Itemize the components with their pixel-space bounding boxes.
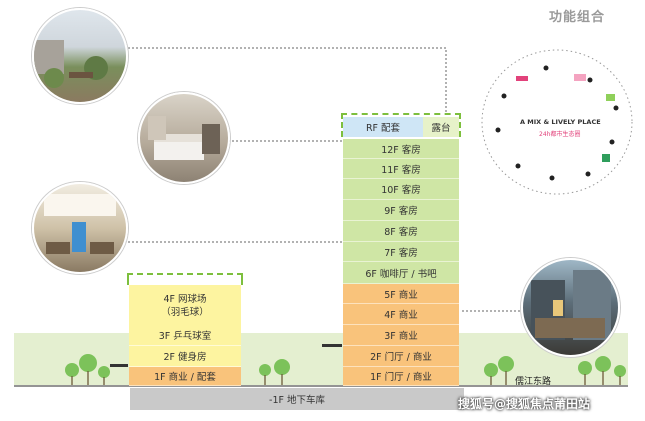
tree-icon [274, 359, 290, 375]
people-icons [495, 65, 619, 181]
mix-circle-outline [481, 49, 633, 195]
tower-floor-8: 8F 客房 [343, 221, 459, 242]
shop-sign-icon [602, 154, 610, 162]
mix-title: A MIX & LIVELY PLACE [520, 118, 601, 126]
tower-floor-7: 7F 客房 [343, 242, 459, 262]
person-icon [515, 163, 521, 169]
tower-floor-3: 3F 商业 [343, 325, 459, 346]
shop-sign-icon [574, 74, 586, 81]
tree-icon [98, 366, 110, 378]
shop-sign-icon [606, 94, 615, 101]
person-icon [587, 77, 593, 83]
person-icon [501, 93, 507, 99]
landscape-band [14, 333, 628, 385]
guestroom-photo-art [148, 116, 220, 160]
podium-floor-4 [129, 285, 241, 325]
guestroom-photo [138, 92, 230, 184]
roof-block [343, 117, 423, 137]
connector-line-guest [212, 140, 354, 195]
basement-block: -1F 地下车库 [130, 388, 464, 410]
tree-icon [65, 363, 79, 377]
road-label: 儒江东路 [515, 377, 552, 387]
tree-icon [595, 356, 611, 372]
roof-label: RF 配套 [365, 123, 401, 134]
person-icon [495, 127, 501, 133]
page-title: 功能组合 [549, 10, 606, 25]
mix-circle [481, 49, 633, 195]
rooftop-photo-art [34, 40, 108, 88]
person-icon [549, 175, 555, 181]
watermark: 搜狐号@搜狐焦点莆田站 [458, 397, 591, 411]
person-icon [609, 139, 615, 145]
podium-floor-2: 2F 健身房 [129, 346, 241, 367]
terrace-label: 露台 [431, 123, 451, 134]
connector-line-rf [124, 47, 447, 112]
podium-wall [110, 364, 128, 367]
tower-floor-10: 10F 客房 [343, 179, 459, 200]
tree-trunks [71, 371, 621, 385]
tree-icon [79, 354, 97, 372]
tower-floor-12: 12F 客房 [343, 139, 459, 159]
tower-floor-5: 5F 商业 [343, 284, 459, 304]
tower-floor-4: 4F 商业 [343, 304, 459, 325]
roof-outline [341, 113, 461, 137]
mix-subtitle: 24h都市生态圈 [539, 131, 581, 138]
podium-floor-4-sub: （羽毛球） [161, 307, 209, 318]
tree-icon [259, 364, 271, 376]
cafe-photo-art [44, 194, 116, 254]
retail-street-photo [521, 258, 620, 357]
tower-floor-6: 6F 咖啡厅 / 书吧 [343, 262, 459, 284]
person-icon [543, 65, 549, 71]
tree-group [65, 354, 626, 378]
tower-floor-1: 1F 门厅 / 商业 [343, 367, 459, 386]
tree-icon [484, 363, 498, 377]
rooftop-photo [32, 8, 128, 104]
tower-wall [322, 344, 342, 347]
shop-icons [516, 74, 615, 162]
tower-floor-11: 11F 客房 [343, 159, 459, 179]
connector-line-cafe [124, 241, 354, 270]
tower-floor-9: 9F 客房 [343, 200, 459, 221]
podium-floor-3: 3F 乒乓球室 [129, 325, 241, 346]
cafe-photo [32, 182, 128, 274]
tree-icon [614, 365, 626, 377]
podium-floor-1: 1F 商业 / 配套 [129, 367, 241, 386]
tree-icon [498, 356, 514, 372]
tower-floor-2: 2F 门厅 / 商业 [343, 346, 459, 367]
terrace-block [423, 117, 459, 137]
podium-floor-4-label: 4F 网球场 [163, 294, 207, 305]
person-icon [585, 171, 591, 177]
person-icon [613, 105, 619, 111]
shop-sign-icon [516, 76, 528, 81]
tree-icon [578, 361, 592, 375]
retail-street-photo-art [531, 270, 611, 340]
podium-roof-outline [127, 273, 243, 285]
